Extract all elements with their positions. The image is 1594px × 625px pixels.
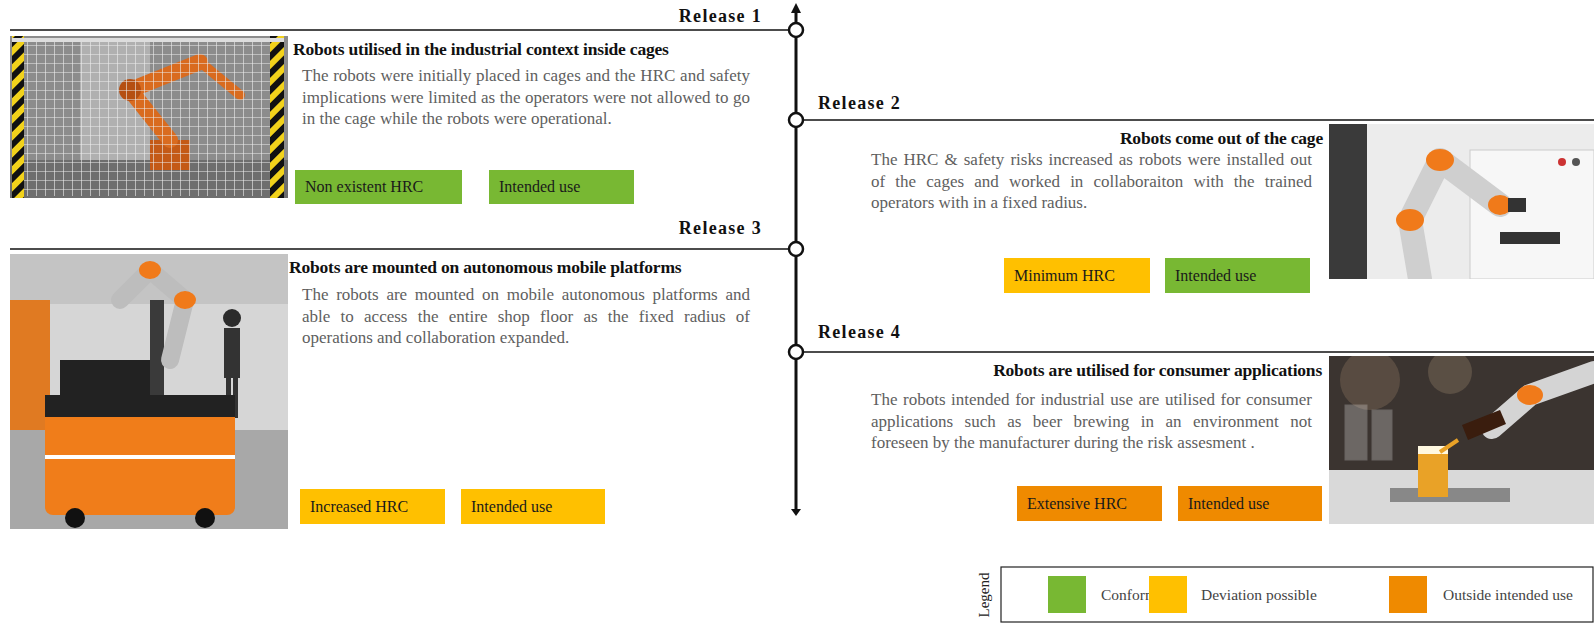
panel-body: The robots were initially placed in cage…	[302, 65, 750, 130]
release-panel: Release 1 Robots utilised in the industri…	[10, 4, 796, 208]
bottle	[1462, 410, 1506, 440]
panel-body: The robots intended for industrial use a…	[871, 389, 1312, 454]
background-light	[1428, 356, 1472, 394]
photo-collaborative-robot	[1329, 124, 1594, 279]
release-panel: Release 2 Robots come out of the cageThe …	[796, 92, 1594, 302]
beer	[1418, 452, 1448, 497]
platform-light	[45, 455, 235, 459]
hrc-tag: Intended use	[1178, 486, 1322, 521]
tag-label: Non existent HRC	[305, 178, 423, 196]
legend-text: Deviation possible	[1201, 586, 1317, 604]
photo-caged-robot	[10, 36, 288, 198]
hrc-tag: Non existent HRC	[295, 170, 462, 204]
beer-pour	[1440, 440, 1458, 452]
tag-label: Intended use	[1188, 495, 1269, 513]
release-label: Release 4	[818, 322, 901, 343]
mast	[150, 300, 164, 400]
timeline-axis	[795, 8, 798, 511]
photo-background	[10, 36, 288, 198]
panel-body: The robots are mounted on mobile autonom…	[302, 284, 750, 349]
hrc-tag: Intended use	[489, 170, 634, 204]
release-panel: Release 3 Robots are mounted on autonomou…	[10, 216, 796, 532]
hrc-tag: Minimum HRC	[1004, 258, 1150, 293]
gripper	[1508, 198, 1526, 212]
panel-body: The HRC & safety risks increased as robo…	[871, 149, 1312, 214]
release-marker	[789, 345, 803, 359]
legend-swatch	[1149, 576, 1187, 613]
cage-mesh	[14, 38, 282, 196]
hrc-tag: Increased HRC	[300, 489, 445, 524]
cabinet	[1329, 124, 1367, 279]
wheel	[195, 508, 215, 528]
panel-title: Robots come out of the cage	[1120, 128, 1323, 149]
legend-swatch	[1048, 576, 1086, 613]
tag-label: Intended use	[499, 178, 580, 196]
timeline-arrow	[791, 3, 801, 13]
shelf	[10, 300, 50, 430]
release-marker	[789, 23, 803, 37]
photo-background	[1329, 124, 1594, 279]
person-body	[224, 328, 240, 378]
release-panel: Release 4 Robots are utilised for consume…	[796, 320, 1594, 530]
tag-label: Intended use	[471, 498, 552, 516]
platform-top	[45, 395, 235, 417]
release-label: Release 1	[679, 6, 762, 27]
photo-mobile-robot	[10, 254, 288, 529]
robot-joint	[1517, 385, 1543, 405]
robot-joint	[1426, 149, 1454, 171]
photo-background	[10, 254, 288, 529]
drip-grate	[1390, 488, 1510, 502]
release-rule	[803, 351, 1594, 353]
robot-joint	[139, 261, 161, 279]
timeline-tip	[791, 509, 801, 516]
machine	[1470, 150, 1594, 279]
cage-post	[12, 36, 24, 198]
cage-rail	[12, 38, 284, 42]
hrc-tag: Intended use	[461, 489, 605, 524]
robot-arm	[120, 270, 185, 360]
panel-title: Robots utilised in the industrial contex…	[293, 39, 669, 60]
legend-frame	[1001, 567, 1593, 622]
tag-label: Increased HRC	[310, 498, 408, 516]
robot-joint	[1396, 209, 1424, 231]
release-rule	[803, 119, 1594, 121]
release-label: Release 2	[818, 93, 901, 114]
release-marker	[789, 242, 803, 256]
platform-body	[45, 405, 235, 515]
hrc-tag: Intended use	[1165, 258, 1310, 293]
background-light	[1340, 356, 1400, 410]
tag-label: Minimum HRC	[1014, 267, 1115, 285]
robot-joint	[174, 291, 196, 309]
legend-swatch	[1389, 576, 1427, 613]
machine-button	[1558, 158, 1566, 166]
tag-label: Extensive HRC	[1027, 495, 1127, 513]
tool-boxes	[60, 360, 150, 398]
glass	[1372, 410, 1392, 460]
release-label: Release 3	[679, 218, 762, 239]
machine-button	[1572, 158, 1580, 166]
counter	[1329, 470, 1594, 524]
robot-arm	[1492, 372, 1594, 428]
cage-post	[270, 36, 284, 198]
photo-consumer-robot	[1329, 356, 1594, 524]
wheel	[65, 508, 85, 528]
panel-title: Robots are utilised for consumer applica…	[993, 360, 1322, 381]
machine-slot	[1500, 232, 1560, 244]
release-rule	[10, 29, 789, 31]
tag-label: Intended use	[1175, 267, 1256, 285]
person-head	[223, 309, 241, 327]
release-marker	[789, 113, 803, 127]
glass	[1345, 405, 1367, 460]
release-rule	[10, 248, 789, 250]
hrc-tag: Extensive HRC	[1017, 486, 1162, 521]
legend-heading: Legend	[976, 573, 993, 618]
legend-text: Outside intended use	[1443, 586, 1573, 604]
panel-title: Robots are mounted on autonomous mobile …	[289, 257, 681, 278]
